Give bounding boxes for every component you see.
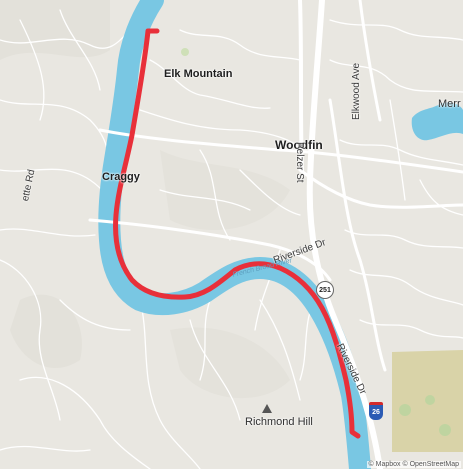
interstate-26-number: 26 bbox=[372, 409, 380, 416]
interstate-26-shield: 26 bbox=[369, 402, 383, 420]
lake bbox=[411, 102, 463, 141]
label-elk-mountain: Elk Mountain bbox=[164, 68, 233, 80]
terrain-patch bbox=[10, 294, 82, 369]
label-merr: Merr bbox=[438, 98, 461, 110]
label-woodfin: Woodfin bbox=[275, 138, 323, 152]
map-attribution[interactable]: © Mapbox © OpenStreetMap bbox=[366, 461, 461, 468]
label-craggy: Craggy bbox=[102, 171, 140, 183]
major-roads bbox=[88, 0, 463, 469]
park-green bbox=[425, 395, 435, 405]
terrain-patch bbox=[0, 0, 110, 60]
label-elkwood-ave: Elkwood Ave bbox=[351, 62, 362, 120]
park-green bbox=[439, 424, 451, 436]
route-251-shield: 251 bbox=[316, 281, 334, 299]
label-richmond-hill: Richmond Hill bbox=[245, 416, 313, 428]
mountain-peak-icon bbox=[262, 404, 272, 413]
route-251-number: 251 bbox=[319, 286, 331, 294]
route-line bbox=[113, 28, 361, 439]
minor-roads bbox=[0, 9, 463, 469]
terrain-patch bbox=[160, 150, 290, 230]
label-pelzer-st: Pelzer St bbox=[294, 142, 305, 183]
park-green bbox=[181, 48, 189, 56]
park-green bbox=[399, 404, 411, 416]
